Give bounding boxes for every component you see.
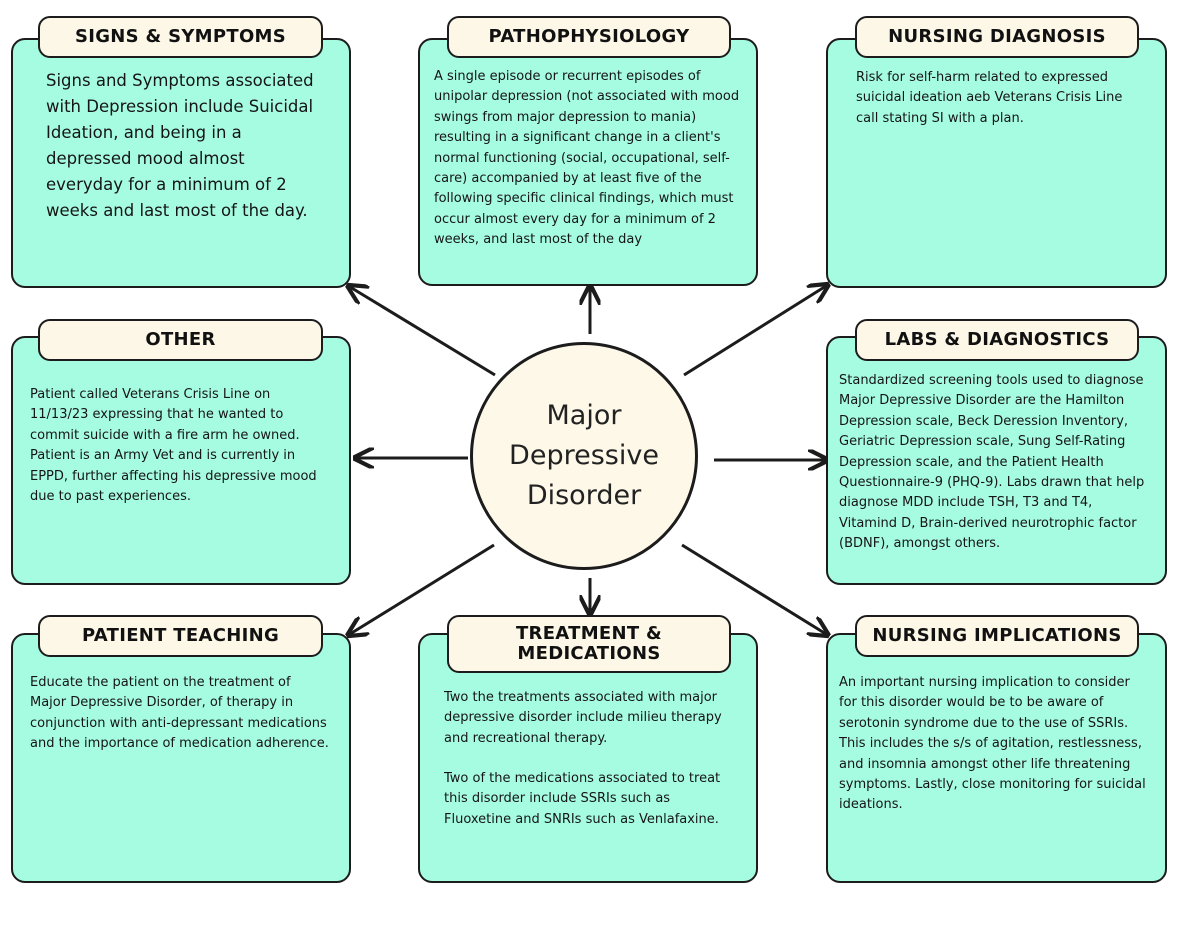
diagnosis-text: Risk for self-harm related to expressed … [856, 70, 1123, 126]
treatment-heading: TREATMENT & MEDICATIONS [447, 615, 731, 673]
teaching-heading: PATIENT TEACHING [38, 615, 323, 657]
signs-heading: SIGNS & SYMPTOMS [38, 16, 323, 58]
treatment-text-1: Two the treatments associated with major… [444, 690, 722, 746]
labs-card [826, 336, 1167, 585]
other-card [11, 336, 351, 585]
center-node: Major Depressive Disorder [470, 342, 698, 570]
implications-card [826, 633, 1167, 883]
labs-text: Standardized screening tools used to dia… [839, 373, 1145, 552]
patho-card [418, 38, 758, 286]
teaching-card [11, 633, 351, 883]
signs-text: Signs and Symptoms associated with Depre… [46, 71, 314, 220]
implications-text: An important nursing implication to cons… [839, 675, 1146, 813]
other-heading: OTHER [38, 319, 323, 361]
arrow-signs [350, 287, 496, 377]
center-title: Major Depressive Disorder [509, 400, 659, 511]
patho-text: A single episode or recurrent episodes o… [434, 69, 740, 248]
treatment-card [418, 633, 758, 883]
other-text: Patient called Veterans Crisis Line on 1… [30, 387, 317, 505]
patho-heading: PATHOPHYSIOLOGY [447, 16, 731, 58]
implications-heading: NURSING IMPLICATIONS [855, 615, 1139, 657]
treatment-text-2: Two of the medications associated to tre… [444, 771, 721, 827]
arrow-teaching [350, 543, 495, 634]
arrow-diagnosis [683, 286, 826, 377]
diagnosis-heading: NURSING DIAGNOSIS [855, 16, 1139, 58]
teaching-text: Educate the patient on the treatment of … [30, 675, 329, 752]
labs-heading: LABS & DIAGNOSTICS [855, 319, 1139, 361]
arrow-implications [681, 543, 826, 634]
diagnosis-card [826, 38, 1167, 288]
